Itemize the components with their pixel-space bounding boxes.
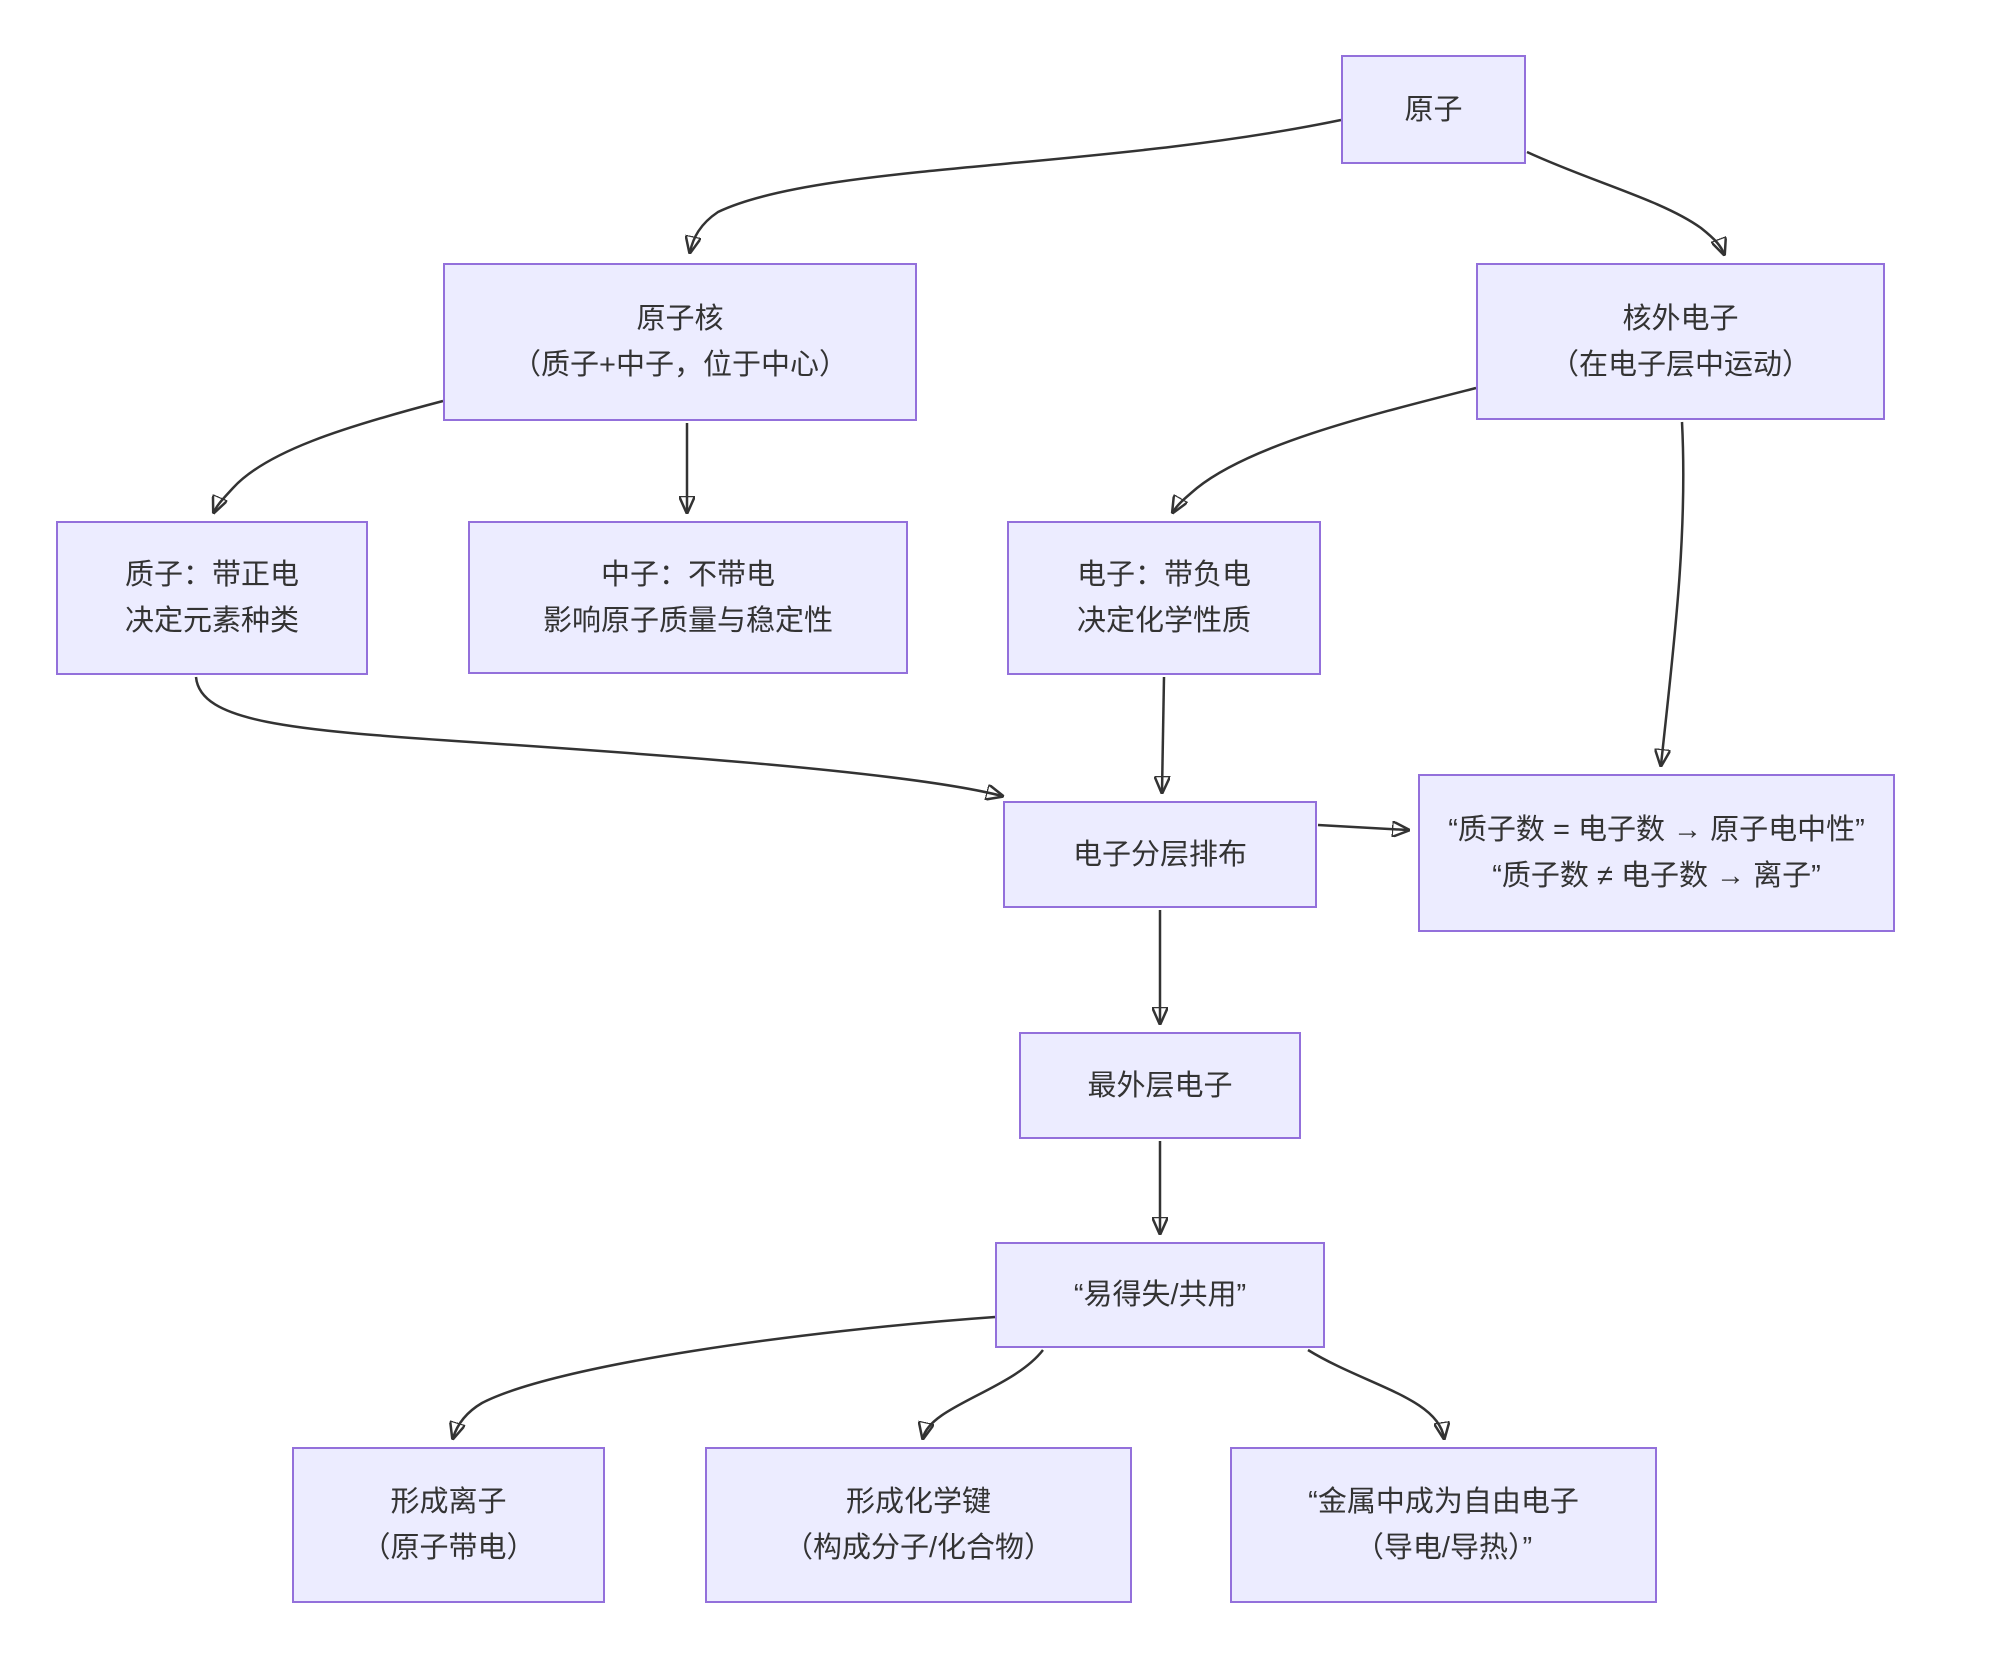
- node-bond: 形成化学键 （构成分子/化合物）: [705, 1447, 1132, 1603]
- edge-gain-lose-to-bond: [923, 1349, 1044, 1438]
- node-atom-label: 原子: [1404, 93, 1463, 126]
- edge-outer-electrons-to-electron: [1173, 386, 1477, 512]
- node-proton: 质子：带正电 决定元素种类: [56, 521, 368, 675]
- edge-proton-to-shells: [194, 676, 1002, 796]
- node-neutron: 中子：不带电 影响原子质量与稳定性: [468, 521, 908, 674]
- node-nucleus-label-line2: （质子+中子，位于中心）: [512, 349, 848, 381]
- node-neutron-label-line1: 中子：不带电: [600, 558, 775, 591]
- node-ion-label-line2: （原子带电）: [361, 1532, 536, 1564]
- edge-electron-to-shells: [1162, 676, 1164, 792]
- node-outermost: 最外层电子: [1019, 1032, 1301, 1139]
- node-charge-rule: “质子数 = 电子数 → 原子电中性” “质子数 ≠ 电子数 → 离子”: [1418, 774, 1895, 932]
- node-outer-electrons-label-line1: 核外电子: [1622, 302, 1739, 335]
- edge-atom-to-nucleus: [690, 118, 1342, 252]
- edge-shells-to-charge-rule: [1317, 825, 1408, 830]
- node-outermost-label: 最外层电子: [1087, 1069, 1233, 1102]
- edge-atom-to-outer-electrons: [1526, 150, 1724, 254]
- node-nucleus-label-line1: 原子核: [636, 303, 724, 335]
- edge-gain-lose-to-metal: [1307, 1348, 1444, 1438]
- node-atom: 原子: [1341, 55, 1526, 164]
- node-metal: “金属中成为自由电子 （导电/导热）”: [1230, 1447, 1657, 1603]
- node-charge-rule-label-line1: “质子数 = 电子数 → 原子电中性”: [1448, 814, 1865, 846]
- node-ion: 形成离子 （原子带电）: [292, 1447, 605, 1603]
- node-outer-electrons: 核外电子 （在电子层中运动）: [1476, 263, 1885, 420]
- node-gain-lose-label: “易得失/共用”: [1073, 1279, 1247, 1311]
- node-shells-label: 电子分层排布: [1072, 838, 1247, 871]
- node-nucleus: 原子核 （质子+中子，位于中心）: [443, 263, 917, 421]
- node-metal-label-line1: “金属中成为自由电子: [1308, 1486, 1579, 1518]
- node-neutron-label-line2: 影响原子质量与稳定性: [542, 604, 833, 637]
- node-electron-label-line2: 决定化学性质: [1076, 605, 1251, 637]
- node-electron-label-line1: 电子：带负电: [1076, 559, 1251, 591]
- node-bond-label-line2: （构成分子/化合物）: [783, 1532, 1054, 1564]
- node-proton-label-line2: 决定元素种类: [124, 605, 299, 637]
- node-electron: 电子：带负电 决定化学性质: [1007, 521, 1321, 675]
- edge-outer-electrons-to-charge-rule: [1661, 421, 1685, 765]
- node-ion-label-line1: 形成离子: [390, 1486, 507, 1518]
- node-outer-electrons-label-line2: （在电子层中运动）: [1549, 348, 1811, 381]
- node-charge-rule-label-line2: “质子数 ≠ 电子数 → 离子”: [1492, 860, 1821, 892]
- node-metal-label-line2: （导电/导热）”: [1354, 1532, 1533, 1564]
- edge-nucleus-to-proton: [214, 399, 444, 512]
- node-proton-label-line1: 质子：带正电: [124, 559, 299, 591]
- node-gain-lose: “易得失/共用”: [995, 1242, 1325, 1348]
- node-shells: 电子分层排布: [1003, 801, 1317, 908]
- node-bond-label-line1: 形成化学键: [845, 1486, 991, 1518]
- edge-gain-lose-to-ion: [453, 1315, 996, 1438]
